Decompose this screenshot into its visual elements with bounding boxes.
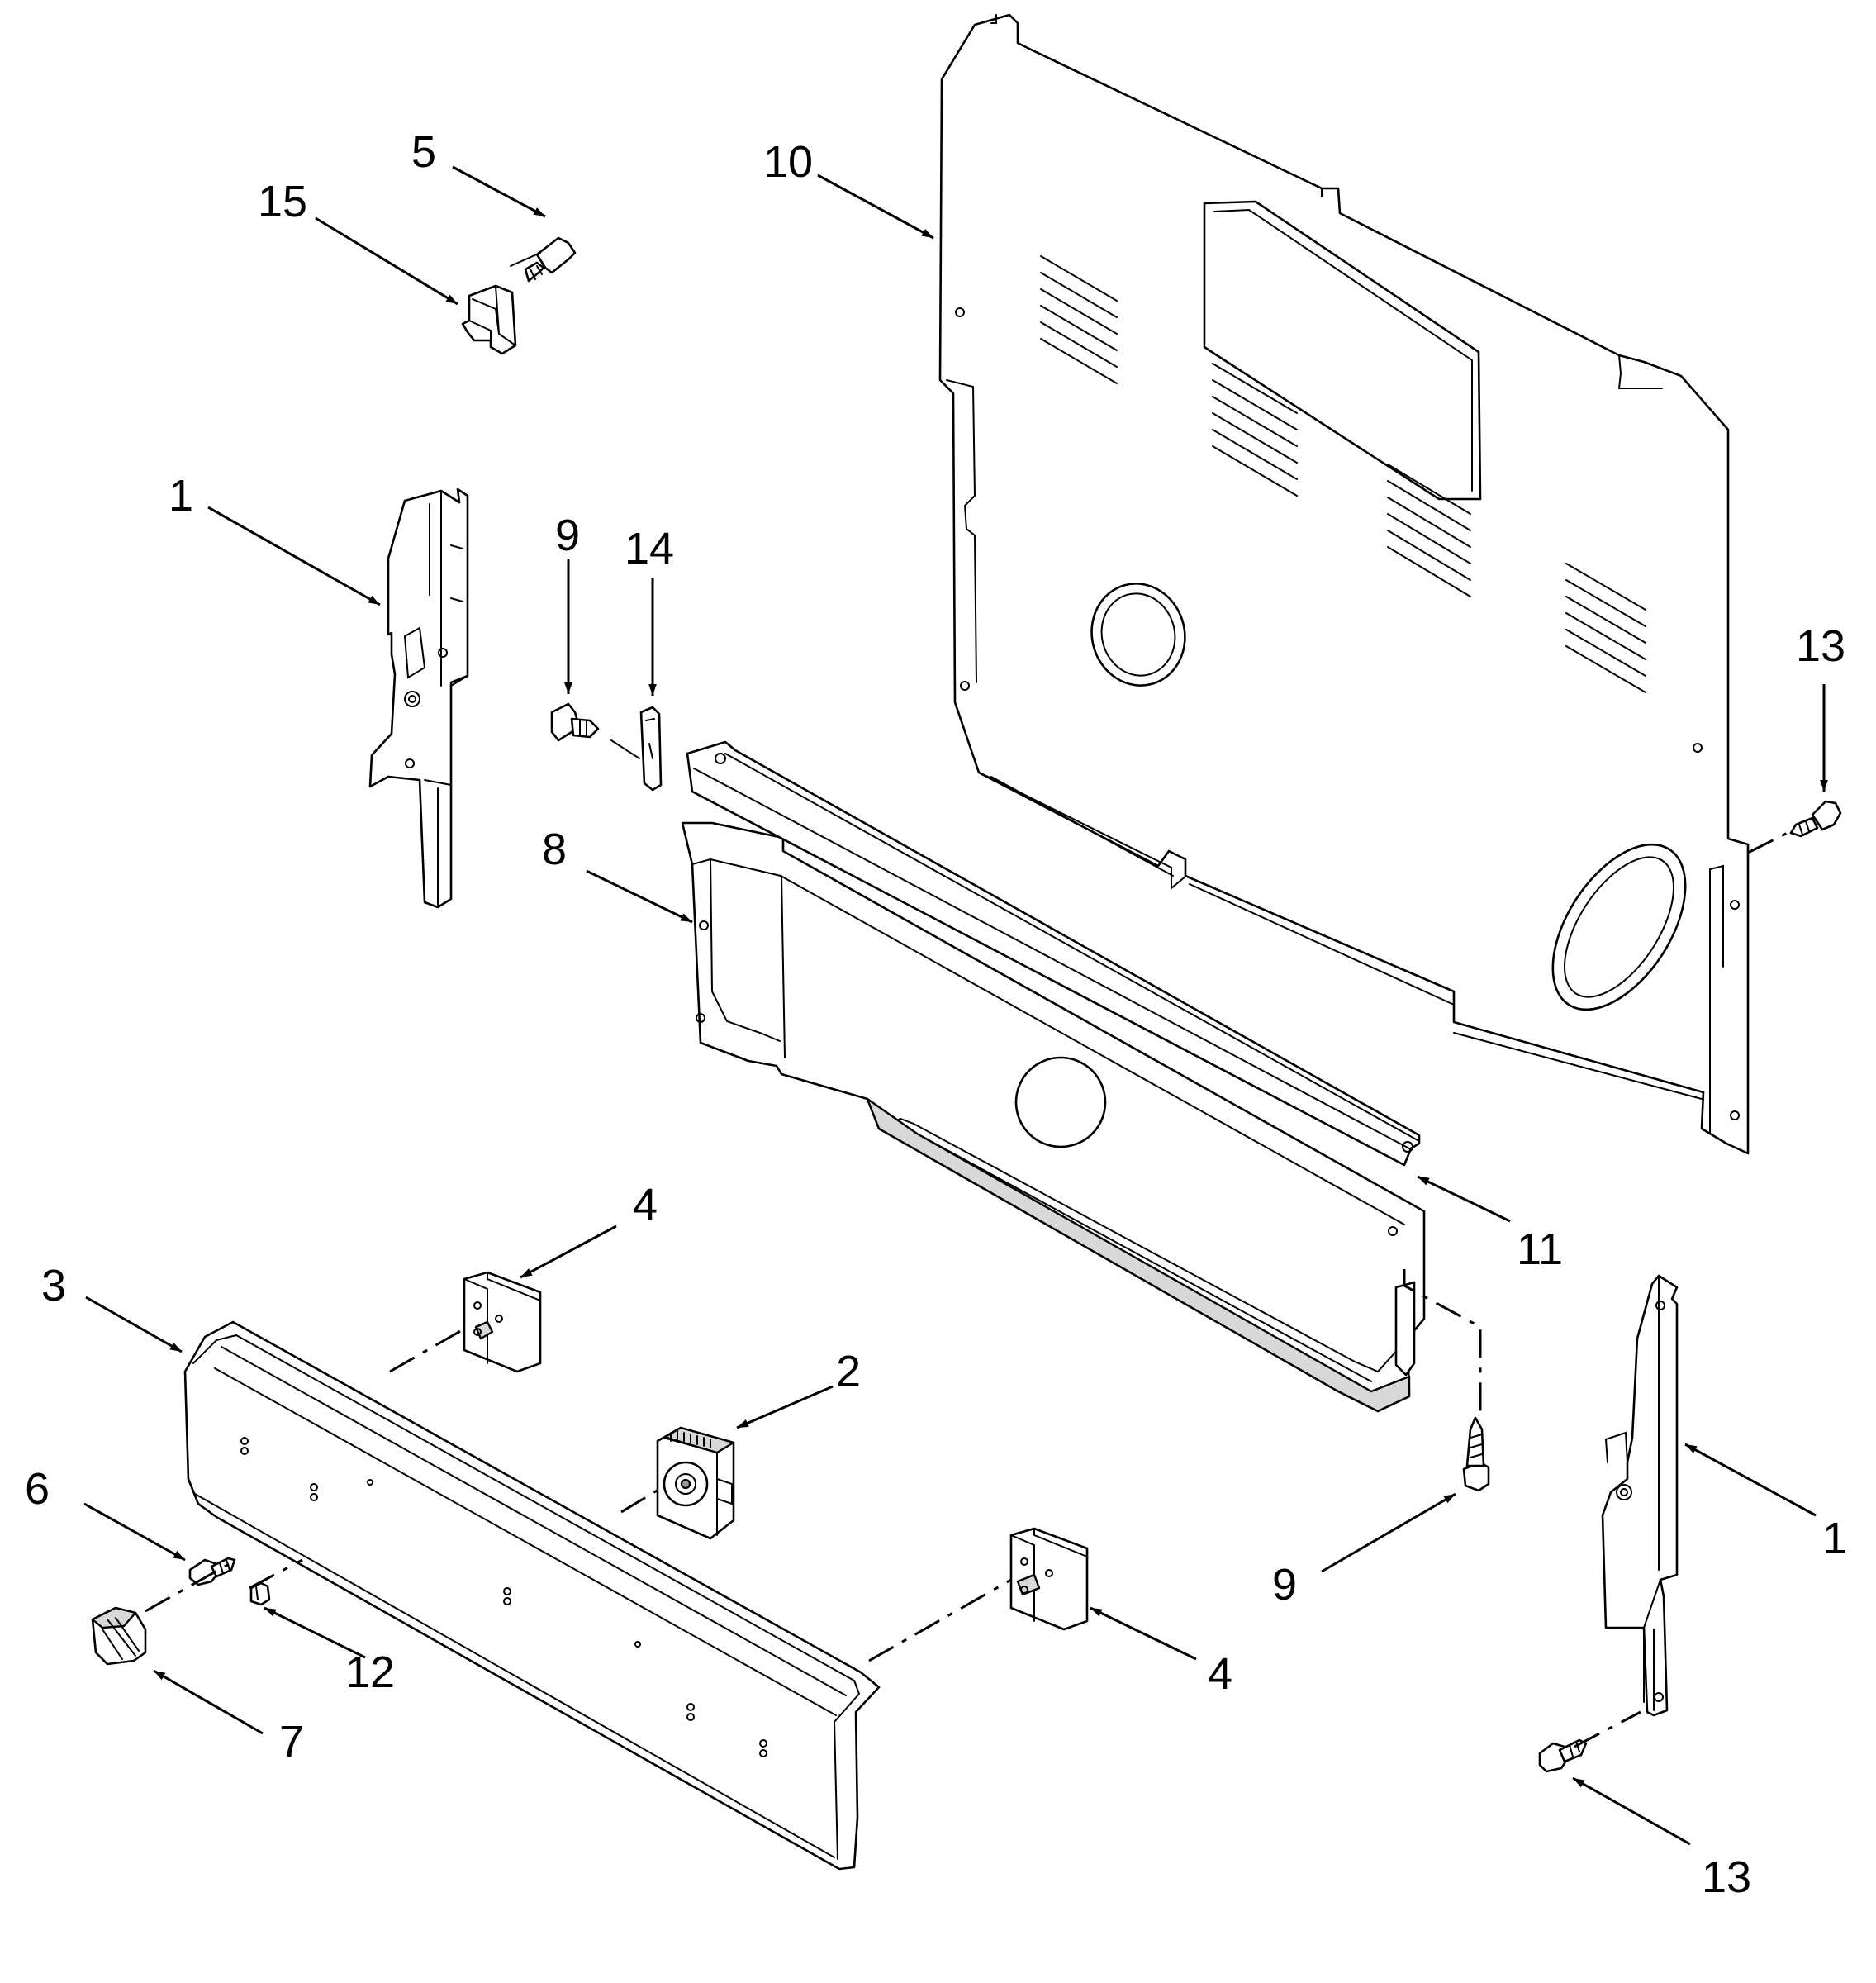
callout-15: 15 xyxy=(258,177,307,226)
callout-1-left: 1 xyxy=(169,471,193,521)
callout-7: 7 xyxy=(279,1717,304,1767)
side-bracket-part-1-left xyxy=(368,487,469,909)
callout-10: 10 xyxy=(763,137,813,187)
screw-part-6 xyxy=(188,1557,236,1586)
knob-part-7 xyxy=(91,1606,147,1666)
screw-part-9-lower xyxy=(1462,1416,1490,1492)
timer-module-part-2 xyxy=(656,1426,735,1540)
callout-2: 2 xyxy=(836,1347,861,1396)
screw-part-9-upper xyxy=(550,702,600,742)
manifold-panel-part-8 xyxy=(681,821,1426,1413)
callout-1-right: 1 xyxy=(1822,1514,1847,1563)
callout-12: 12 xyxy=(345,1648,395,1697)
switch-part-4-upper xyxy=(463,1271,542,1373)
callout-14: 14 xyxy=(625,524,674,573)
clip-part-15 xyxy=(461,284,517,355)
callout-3: 3 xyxy=(41,1261,66,1310)
callout-labels: 5 15 10 1 9 14 13 8 4 11 3 2 6 1 9 12 4 … xyxy=(25,127,1847,1902)
callout-9-lower: 9 xyxy=(1272,1560,1297,1610)
assembly-lines xyxy=(145,252,1792,1748)
callout-4-upper: 4 xyxy=(633,1180,658,1229)
callout-5: 5 xyxy=(411,127,436,177)
screw-part-13-upper xyxy=(1789,800,1842,838)
switch-part-4-lower xyxy=(1009,1527,1089,1631)
callout-8: 8 xyxy=(542,825,567,874)
leader-arrows xyxy=(83,165,1828,1846)
callout-4-lower: 4 xyxy=(1208,1649,1232,1699)
callout-13-lower: 13 xyxy=(1702,1852,1751,1902)
callout-6: 6 xyxy=(25,1464,50,1514)
callout-13-upper: 13 xyxy=(1796,621,1845,671)
channel-part-11 xyxy=(686,740,1421,1167)
callout-9-upper: 9 xyxy=(555,511,580,560)
bracket-part-14 xyxy=(639,706,663,792)
callout-11: 11 xyxy=(1517,1225,1563,1274)
side-bracket-part-1-right xyxy=(1601,1274,1679,1717)
screw-part-5 xyxy=(524,236,577,283)
back-panel-part-10 xyxy=(938,13,1750,1155)
control-panel-part-3 xyxy=(183,1320,881,1871)
